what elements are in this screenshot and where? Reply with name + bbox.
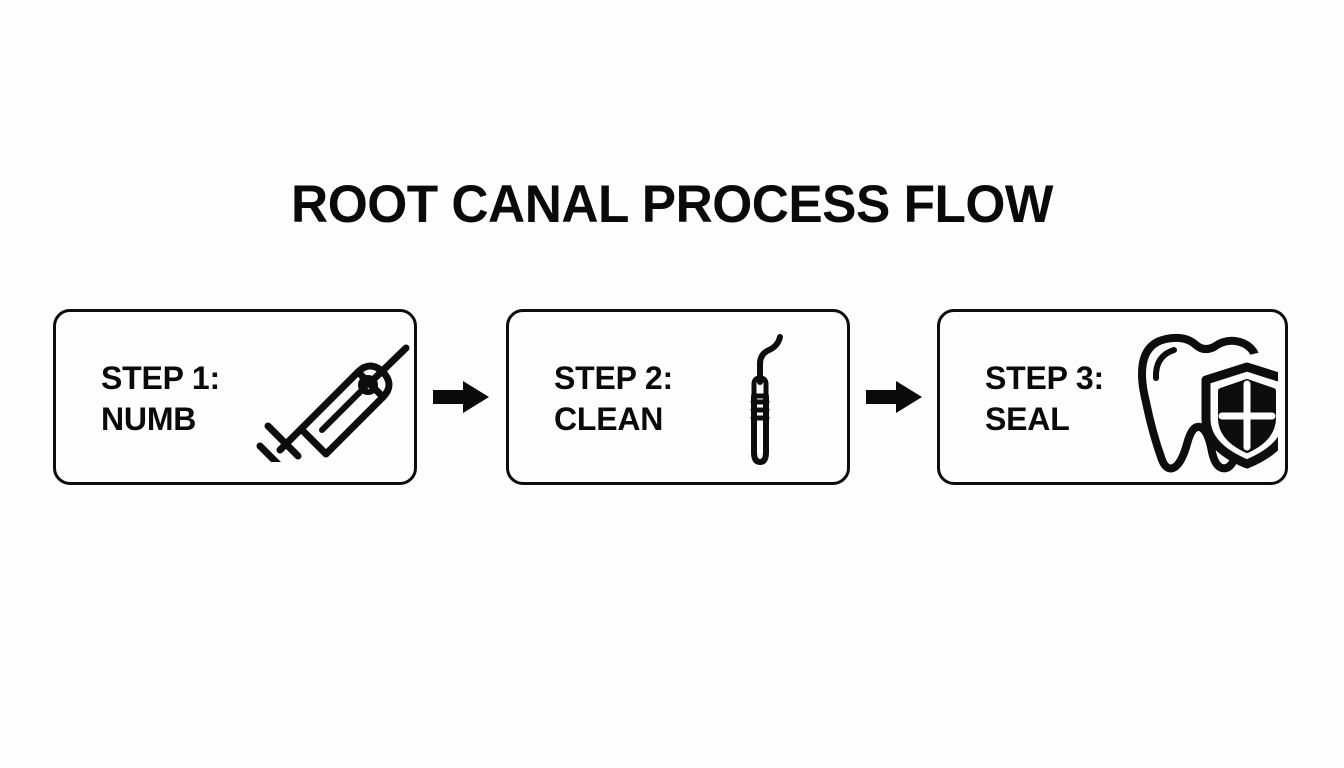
step-2-label-line2: CLEAN (554, 400, 664, 437)
step-1-label-line2: NUMB (101, 400, 197, 437)
step-3-label-line1: STEP 3: (985, 360, 1104, 396)
arrow-right-icon (433, 380, 489, 414)
arrow-right-icon (866, 380, 922, 414)
step-3-label-line2: SEAL (985, 400, 1070, 437)
tooth-shield-icon (1130, 326, 1293, 476)
step-card-3[interactable]: STEP 3: SEAL (937, 309, 1293, 485)
step-card-2[interactable]: STEP 2: CLEAN (506, 309, 850, 485)
dental-probe-icon (724, 334, 814, 469)
step-3-label: STEP 3: SEAL (985, 358, 1104, 439)
syringe-icon (254, 342, 414, 472)
step-1-label-line1: STEP 1: (101, 360, 220, 396)
page-title: ROOT CANAL PROCESS FLOW (291, 175, 1053, 234)
step-1-label: STEP 1: NUMB (101, 358, 220, 439)
step-2-label-line1: STEP 2: (554, 360, 673, 396)
step-card-1[interactable]: STEP 1: NUMB (53, 309, 417, 485)
step-2-label: STEP 2: CLEAN (554, 358, 673, 439)
